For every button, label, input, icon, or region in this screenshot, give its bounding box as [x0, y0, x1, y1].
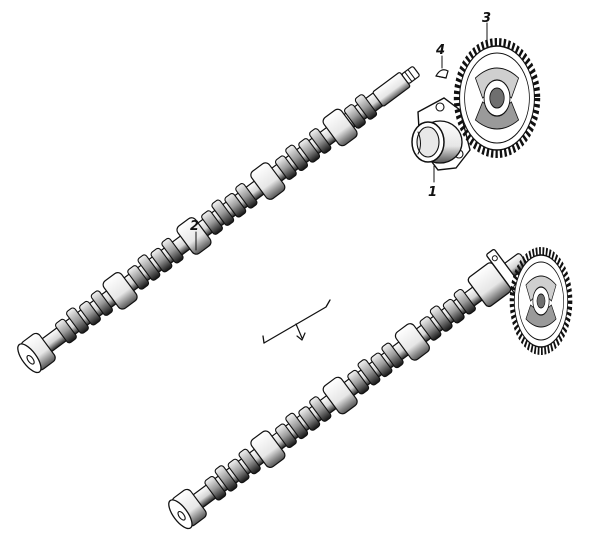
bearing-journals-upper: [102, 108, 358, 310]
assembled-cam-gear: [509, 247, 573, 355]
cam-lobes-assembled: [204, 288, 476, 501]
woodruff-key: [435, 69, 449, 79]
bearing-journals-assembled: [250, 323, 430, 469]
callout-3: 3: [482, 11, 491, 26]
callout-leaders: [195, 22, 488, 251]
camshaft-assembled: [168, 249, 529, 530]
assembled-front-housing: [467, 249, 525, 308]
cam-gear: [453, 38, 541, 158]
callout-2: 2: [190, 219, 199, 234]
assembly-arrow-symbol: [262, 299, 331, 344]
callout-1: 1: [428, 185, 437, 200]
callout-4: 4: [435, 43, 445, 58]
camshaft-upper-end: [17, 332, 56, 374]
assembled-rear-end: [168, 488, 207, 530]
camshaft-upper: [17, 66, 420, 374]
cam-lobes-upper: [54, 94, 378, 344]
